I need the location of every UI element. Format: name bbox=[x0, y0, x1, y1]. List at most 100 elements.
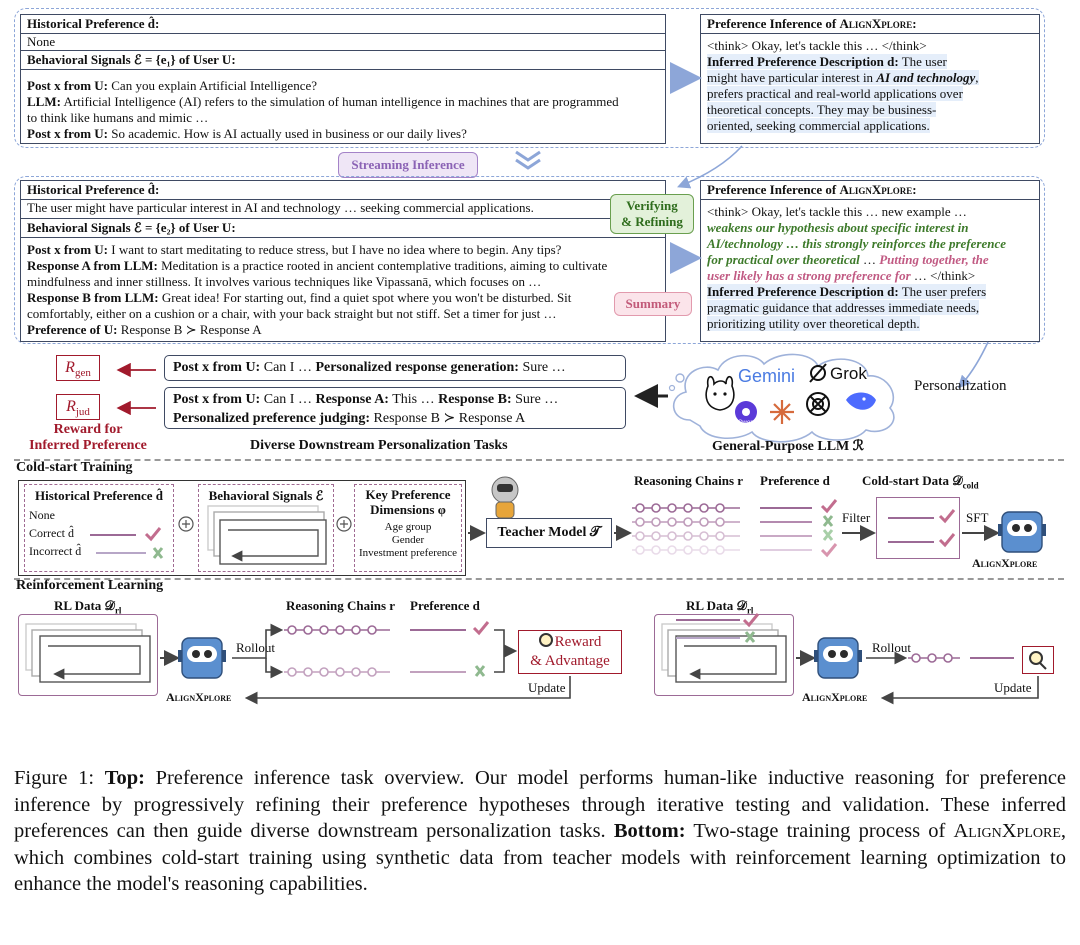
pref-title: Preference d bbox=[760, 473, 830, 488]
teacher-model-box: Teacher Model 𝒯 bbox=[486, 518, 612, 548]
figure-caption: Figure 1: Top: Preference inference task… bbox=[14, 765, 1066, 898]
sft-label: SFT bbox=[966, 510, 989, 525]
inferred-desc-label: Inferred Preference Description d: bbox=[707, 54, 899, 69]
filter-label: Filter bbox=[842, 510, 871, 525]
streaming-inference-tag: Streaming Inference bbox=[338, 152, 478, 178]
cold-reasoning-chains bbox=[632, 499, 838, 558]
chains-title: Reasoning Chains r bbox=[634, 473, 744, 488]
qwen-icon bbox=[735, 401, 757, 423]
alignxplore-robot-icon bbox=[814, 637, 862, 679]
cross-icon bbox=[474, 665, 486, 677]
reward-box-2 bbox=[1022, 646, 1054, 674]
check-icon bbox=[472, 621, 490, 636]
llm-label: LLM: bbox=[27, 94, 61, 109]
grok-icon bbox=[809, 363, 827, 383]
user-history-box-1: Historical Preference d̂: None Behaviora… bbox=[20, 14, 666, 144]
bottom-graphics-layer bbox=[25, 476, 1047, 705]
post-text: So academic. How is AI actually used in … bbox=[111, 126, 467, 141]
rl-data-cards-2 bbox=[661, 619, 787, 683]
behavioral-signals-header: Behavioral Signals ℰ = {e₁} of User U: bbox=[21, 51, 665, 70]
rl-chains-title: Reasoning Chains r bbox=[286, 598, 396, 613]
personalization-label: Personalization bbox=[914, 378, 1007, 394]
rl-title: Reinforcement Learning bbox=[16, 578, 164, 593]
behavioral-signals-header: Behavioral Signals ℰ = {e₂} of User U: bbox=[21, 219, 665, 238]
check-icon bbox=[820, 499, 838, 514]
cold-data-title: Cold-start Data 𝒟cold bbox=[862, 473, 979, 491]
key-dimensions-panel: Key Preference Dimensions φ Age group Ge… bbox=[354, 484, 462, 572]
post-label: Post x from U: bbox=[27, 126, 108, 141]
rl-data-title-2: RL Data 𝒟rl bbox=[686, 598, 754, 616]
alignxplore-robot-icon bbox=[178, 637, 226, 679]
grok-logo: Grok bbox=[830, 364, 867, 383]
check-icon bbox=[144, 527, 162, 542]
arrow-to-personalization bbox=[957, 341, 989, 389]
llama-icon bbox=[705, 375, 735, 411]
cross-icon bbox=[822, 529, 834, 541]
historical-preference-value: The user might have particular interest … bbox=[21, 200, 665, 219]
claude-icon bbox=[770, 400, 794, 424]
cross-icon bbox=[152, 547, 164, 559]
post-label: Post x from U: bbox=[27, 78, 108, 93]
reward-gen-box: Rgen bbox=[56, 355, 100, 381]
signal-cards bbox=[207, 505, 327, 565]
inference-header: Preference Inference of AlignXplore: bbox=[701, 181, 1039, 200]
rl-data-box-2 bbox=[654, 614, 794, 696]
openai-icon bbox=[806, 392, 830, 416]
rollout-label-2: Rollout bbox=[872, 640, 912, 655]
historical-preference-header: Historical Preference d̂: bbox=[21, 181, 665, 200]
check-icon bbox=[938, 533, 956, 548]
cold-start-inputs-box bbox=[18, 480, 466, 576]
magnifier-icon bbox=[538, 633, 553, 647]
check-icon bbox=[742, 613, 760, 628]
verifying-refining-tag: Verifying& Refining bbox=[610, 194, 694, 234]
llm-text: Artificial Intelligence (AI) refers to t… bbox=[63, 94, 619, 109]
generation-task-box: Post x from U: Can I … Personalized resp… bbox=[164, 355, 626, 381]
teacher-robot-icon bbox=[491, 476, 519, 519]
check-icon bbox=[820, 543, 838, 558]
think-text: <think> Okay, let's tackle this … </thin… bbox=[707, 38, 927, 53]
magnifier-icon bbox=[1029, 651, 1047, 670]
historical-preference-header: Historical Preference d̂: bbox=[21, 15, 665, 34]
reward-jud-box: Rjud bbox=[56, 394, 100, 420]
judging-task-box: Post x from U: Can I … Response A: This … bbox=[164, 387, 626, 429]
check-icon bbox=[938, 509, 956, 524]
caption-top-label: Top: bbox=[104, 767, 145, 789]
rl-reasoning-chains bbox=[284, 625, 466, 635]
behavioral-signals-panel: Behavioral Signals ℰ bbox=[198, 484, 334, 572]
divider bbox=[14, 459, 1064, 461]
rl-pref-title: Preference d bbox=[410, 598, 480, 613]
caption-top-text: Preference inference task overview. Our … bbox=[14, 767, 1067, 842]
user-history-box-2: Historical Preference d̂: The user might… bbox=[20, 180, 666, 342]
divider bbox=[14, 578, 1064, 580]
top-arrows-layer bbox=[116, 62, 989, 443]
alignxplore-robot-icon bbox=[998, 511, 1046, 553]
caption-bottom-text-2: , which combines cold-start training usi… bbox=[14, 820, 1066, 895]
deepseek-icon bbox=[846, 392, 876, 410]
historical-preference-panel: Historical Preference d̂ None Correct d̂… bbox=[24, 484, 174, 572]
post-text: Can you explain Artificial Intelligence? bbox=[111, 78, 318, 93]
rl-data-cards bbox=[25, 623, 151, 683]
caption-bottom-label: Bottom: bbox=[613, 820, 686, 842]
cross-icon bbox=[822, 515, 834, 527]
double-chevron-icon bbox=[515, 150, 541, 170]
rl-data-title: RL Data 𝒟rl bbox=[54, 598, 122, 616]
caption-label: Figure 1: bbox=[14, 767, 95, 789]
historical-preference-value: None bbox=[21, 34, 665, 51]
plus-icon bbox=[336, 516, 352, 532]
cross-icon bbox=[744, 631, 756, 643]
arrow-feedback bbox=[677, 145, 743, 189]
gemini-logo: Gemini bbox=[738, 366, 796, 386]
cold-start-title: Cold-start Training bbox=[16, 460, 133, 475]
alignxplore-label-rl: AlignXplore bbox=[166, 690, 232, 704]
llm-text-cont: to think like humans and mimic … bbox=[27, 110, 209, 125]
plus-icon bbox=[178, 516, 194, 532]
update-label-2: Update bbox=[994, 680, 1032, 695]
summary-tag: Summary bbox=[614, 292, 692, 316]
inference-round-1-container bbox=[14, 8, 1045, 148]
preference-inference-box-2: Preference Inference of AlignXplore: <th… bbox=[700, 180, 1040, 342]
tasks-title: Diverse Downstream Personalization Tasks bbox=[250, 438, 508, 453]
inference-round-2-container bbox=[14, 176, 1045, 344]
cold-start-data-box bbox=[876, 497, 960, 559]
llm-title: General-Purpose LLM ℛ bbox=[712, 439, 864, 454]
caption-bottom-text: Two-stage training process of bbox=[693, 820, 954, 842]
